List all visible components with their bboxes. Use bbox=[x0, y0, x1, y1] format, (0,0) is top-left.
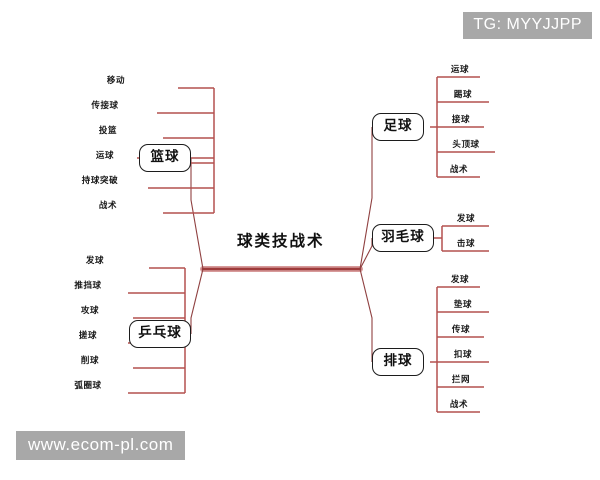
leaf-badminton-1[interactable]: 发球 bbox=[456, 214, 476, 224]
branch-node-football[interactable]: 足球 bbox=[372, 113, 424, 141]
leaf-tabletennis-6[interactable]: 弧圈球 bbox=[74, 381, 102, 391]
branch-node-badminton[interactable]: 羽毛球 bbox=[372, 224, 434, 252]
leaf-football-1[interactable]: 运球 bbox=[450, 65, 470, 75]
volleyball-leaf-lines bbox=[430, 286, 489, 413]
root-node-label: 球类技战术 bbox=[237, 232, 325, 250]
leaf-volleyball-5[interactable]: 拦网 bbox=[451, 375, 471, 385]
leaf-football-2[interactable]: 踢球 bbox=[453, 90, 473, 100]
leaf-football-3[interactable]: 接球 bbox=[451, 115, 471, 125]
branch-node-volleyball[interactable]: 排球 bbox=[372, 348, 424, 376]
leaf-basketball-5[interactable]: 持球突破 bbox=[81, 176, 119, 186]
leaf-tabletennis-3[interactable]: 攻球 bbox=[80, 306, 100, 316]
leaf-basketball-2[interactable]: 传接球 bbox=[91, 101, 119, 111]
football-leaf-lines bbox=[430, 76, 495, 178]
leaf-football-5[interactable]: 战术 bbox=[449, 165, 469, 175]
leaf-tabletennis-1[interactable]: 发球 bbox=[85, 256, 105, 266]
leaf-volleyball-2[interactable]: 垫球 bbox=[453, 300, 473, 310]
leaf-volleyball-3[interactable]: 传球 bbox=[451, 325, 471, 335]
leaf-football-4[interactable]: 头顶球 bbox=[452, 140, 480, 150]
leaf-basketball-1[interactable]: 移动 bbox=[106, 76, 126, 86]
leaf-volleyball-1[interactable]: 发球 bbox=[450, 275, 470, 285]
leaf-tabletennis-2[interactable]: 推挡球 bbox=[74, 281, 102, 291]
branch-node-basketball[interactable]: 篮球 bbox=[139, 144, 191, 172]
leaf-tabletennis-5[interactable]: 削球 bbox=[80, 356, 100, 366]
leaf-tabletennis-4[interactable]: 搓球 bbox=[78, 331, 98, 341]
leaf-volleyball-6[interactable]: 战术 bbox=[449, 400, 469, 410]
leaf-basketball-4[interactable]: 运球 bbox=[95, 151, 115, 161]
leaf-volleyball-4[interactable]: 扣球 bbox=[453, 350, 473, 360]
watermark-bottom-left: www.ecom-pl.com bbox=[16, 431, 186, 460]
leaf-badminton-2[interactable]: 击球 bbox=[456, 239, 476, 249]
branch-node-tabletennis[interactable]: 乒乓球 bbox=[129, 320, 191, 348]
watermark-top-right: TG: MYYJJPP bbox=[463, 12, 592, 39]
leaf-basketball-6[interactable]: 战术 bbox=[98, 201, 118, 211]
leaf-basketball-3[interactable]: 投篮 bbox=[98, 126, 118, 136]
